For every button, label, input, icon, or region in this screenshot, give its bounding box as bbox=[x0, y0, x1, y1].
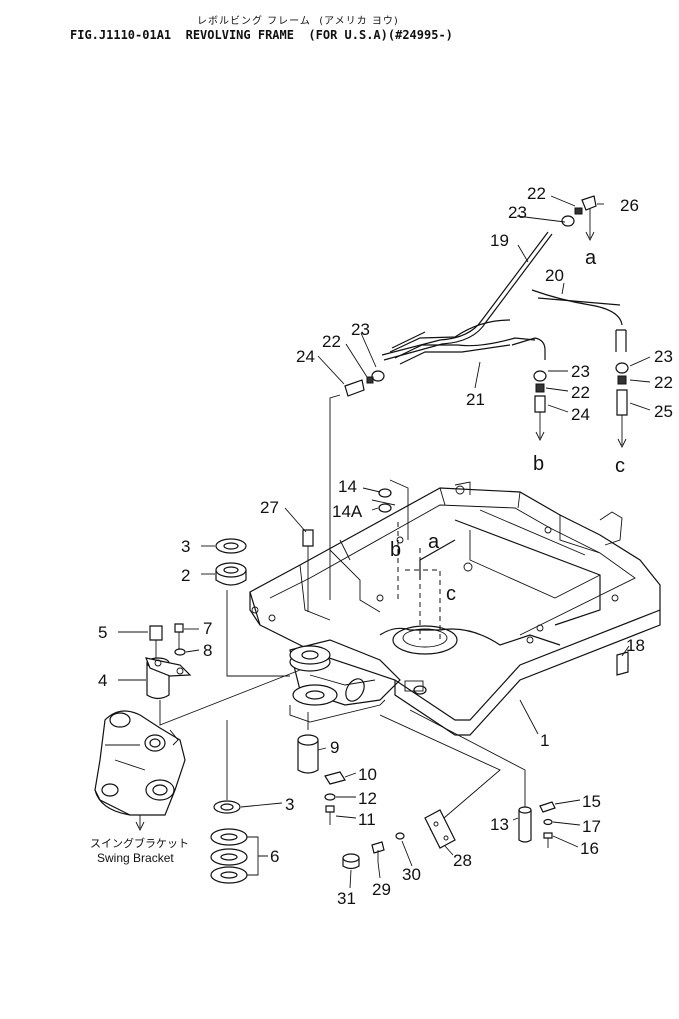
revolving-frame[interactable] bbox=[249, 481, 661, 736]
callout-23: 23 bbox=[571, 362, 590, 381]
callout-23: 23 bbox=[654, 347, 673, 366]
shims[interactable] bbox=[210, 800, 268, 884]
callout-19: 19 bbox=[490, 231, 509, 250]
callout-8: 8 bbox=[203, 641, 212, 660]
lower-parts[interactable] bbox=[342, 709, 556, 870]
ref-c-frame: c bbox=[446, 583, 456, 605]
swing-bracket-label-jp: スイングブラケット bbox=[90, 836, 189, 850]
callout-3: 3 bbox=[285, 795, 294, 814]
callout-5: 5 bbox=[98, 623, 107, 642]
figure-title: FIG.J1110-01A1 REVOLVING FRAME (FOR U.S.… bbox=[70, 28, 453, 42]
callout-30: 30 bbox=[402, 865, 421, 884]
callout-31: 31 bbox=[337, 889, 356, 908]
ref-b-frame: b bbox=[390, 539, 401, 561]
callout-22: 22 bbox=[654, 373, 673, 392]
callout-14: 14 bbox=[338, 477, 357, 496]
ref-a-top: a bbox=[585, 247, 597, 269]
callout-11: 11 bbox=[358, 810, 376, 829]
washer-14[interactable] bbox=[378, 488, 392, 498]
top-fittings[interactable] bbox=[329, 195, 629, 600]
title-japanese: レボルビング フレーム (アメリカ ヨウ) bbox=[197, 16, 399, 27]
callout-21: 21 bbox=[466, 390, 485, 409]
callout-4: 4 bbox=[98, 671, 107, 690]
callout-12: 12 bbox=[358, 789, 377, 808]
callout-25: 25 bbox=[654, 402, 673, 421]
washer-14a[interactable] bbox=[378, 503, 392, 513]
ref-b-top: b bbox=[533, 453, 544, 475]
ref-c-top: c bbox=[615, 455, 625, 477]
callout-24: 24 bbox=[571, 405, 590, 424]
callout-26: 26 bbox=[620, 196, 639, 215]
hydraulic-tubes[interactable] bbox=[381, 231, 627, 365]
callout-10: 10 bbox=[358, 765, 377, 784]
callout-17: 17 bbox=[582, 817, 601, 836]
callout-7: 7 bbox=[203, 619, 212, 638]
callout-3: 3 bbox=[181, 537, 190, 556]
callout-13: 13 bbox=[490, 815, 509, 834]
callout-2: 2 bbox=[181, 566, 190, 585]
callout-9: 9 bbox=[330, 738, 339, 757]
callout-29: 29 bbox=[372, 880, 391, 899]
callout-6: 6 bbox=[270, 847, 279, 866]
callout-23: 23 bbox=[508, 203, 527, 222]
callout-15: 15 bbox=[582, 792, 601, 811]
bushing-parts[interactable] bbox=[145, 538, 247, 700]
callout-28: 28 bbox=[453, 851, 472, 870]
fitting-27[interactable] bbox=[302, 529, 314, 612]
callout-20: 20 bbox=[545, 266, 564, 285]
swing-bracket-label-en: Swing Bracket bbox=[97, 851, 174, 865]
ref-a-frame: a bbox=[428, 531, 440, 553]
pin-assembly[interactable] bbox=[297, 712, 346, 825]
callout-18: 18 bbox=[626, 636, 645, 655]
callout-14a: 14A bbox=[332, 502, 363, 521]
swing-bracket[interactable] bbox=[94, 710, 186, 832]
callout-1: 1 bbox=[540, 731, 549, 750]
callout-16: 16 bbox=[580, 839, 599, 858]
callout-27: 27 bbox=[260, 498, 279, 517]
callout-22: 22 bbox=[527, 184, 546, 203]
callout-23: 23 bbox=[351, 320, 370, 339]
callout-24: 24 bbox=[296, 347, 315, 366]
callout-22: 22 bbox=[571, 383, 590, 402]
callout-22: 22 bbox=[322, 332, 341, 351]
